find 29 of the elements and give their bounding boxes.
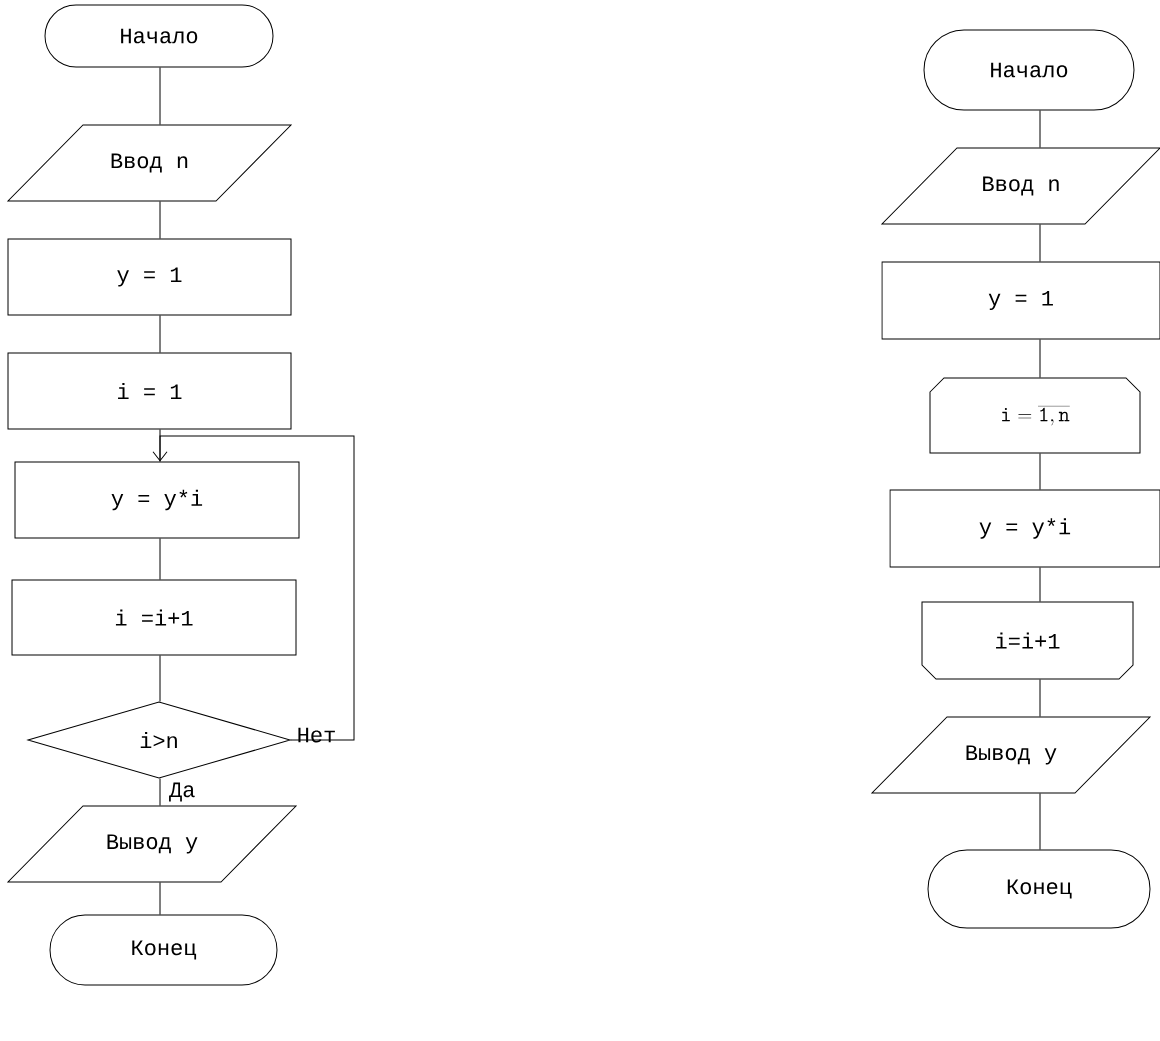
input-output-parallelogram: Ввод n: [7, 124, 292, 202]
connector-line: [159, 67, 161, 125]
connector-line: [159, 538, 161, 580]
input-output-parallelogram: Вывод y: [7, 805, 297, 883]
process-box: y = y*i: [889, 489, 1160, 568]
loop-end-box: i=i+1: [921, 601, 1134, 680]
input-output-parallelogram: Вывод y: [871, 716, 1151, 794]
process-box: y = 1: [7, 238, 292, 316]
connector-line: [159, 778, 161, 806]
process-box: i =i+1: [11, 579, 297, 656]
process-box: y = y*i: [14, 461, 300, 539]
edge-label: Нет: [298, 727, 335, 743]
connector-line: [1039, 453, 1041, 490]
connector-line: [159, 882, 161, 915]
loop-start-box: $\mathtt{i=\overline{1,n}}$: [929, 377, 1141, 454]
connector-line: [1039, 679, 1041, 717]
input-output-parallelogram: Ввод n: [881, 147, 1160, 225]
connector-line: [1039, 110, 1041, 148]
connector-line: [1039, 793, 1041, 850]
arrow: [152, 435, 355, 741]
connector-line: [1039, 224, 1041, 262]
connector-line: [159, 315, 161, 353]
connector-line: [159, 655, 161, 702]
process-box: y = 1: [881, 261, 1160, 340]
process-box: i = 1: [7, 352, 292, 430]
edge-label: Да: [169, 782, 195, 802]
connector-line: [1039, 567, 1041, 602]
connector-line: [1039, 339, 1041, 378]
connector-line: [159, 201, 161, 239]
